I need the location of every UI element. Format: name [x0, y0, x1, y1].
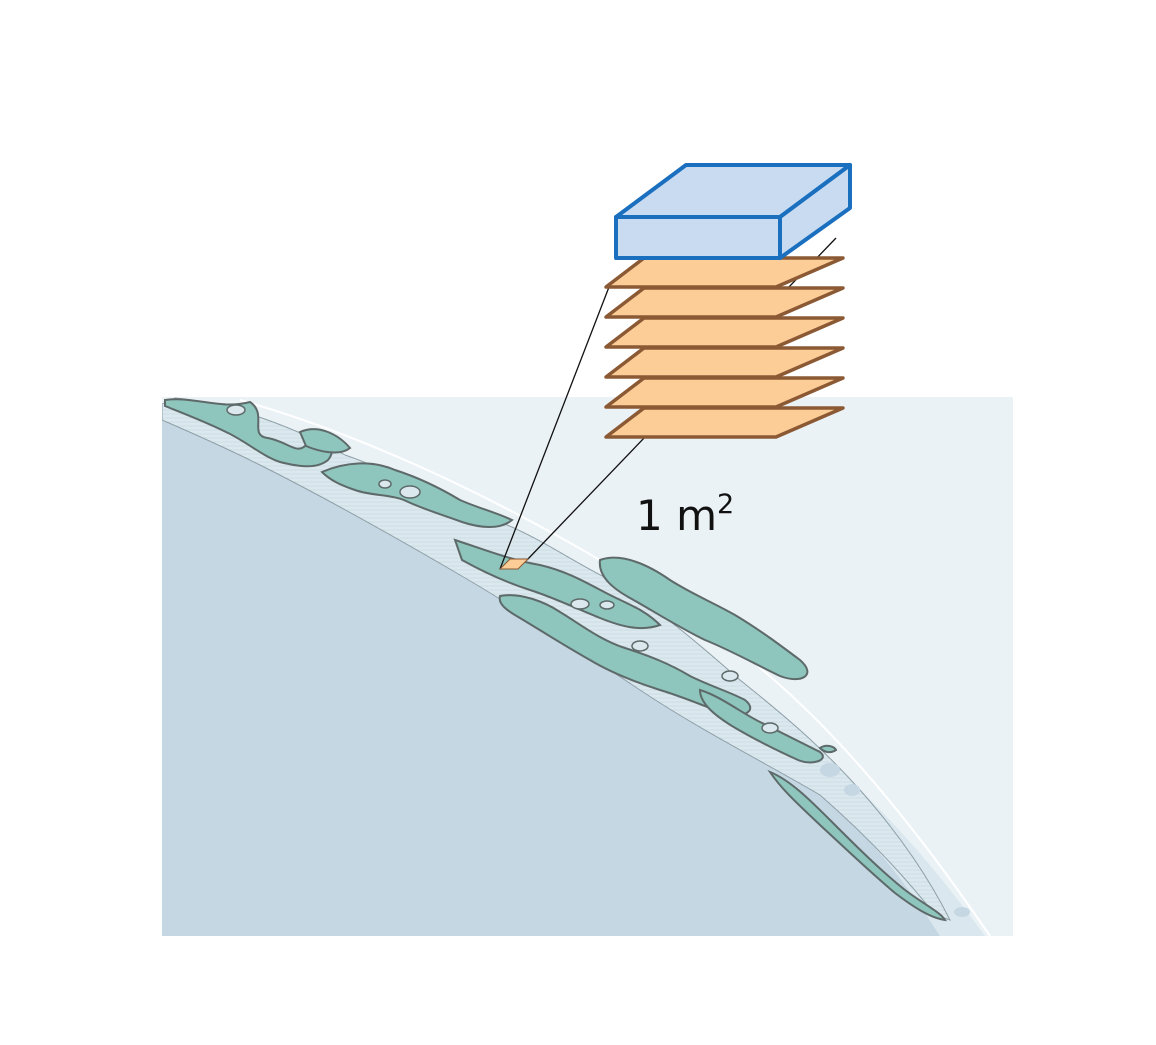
area-label-value: 1 m [636, 491, 717, 540]
marsh-pools [226, 404, 779, 734]
sediment-layer [604, 346, 845, 379]
sediment-layer [604, 286, 845, 319]
area-label-superscript: 2 [717, 489, 734, 520]
sediment-layer [604, 316, 845, 349]
sediment-layer-stack [604, 256, 845, 439]
offshore-islets [820, 763, 970, 917]
orange-square-icon [498, 558, 530, 570]
water-block-front [614, 215, 782, 260]
mainland-area [162, 418, 940, 936]
coastal-map [162, 397, 1013, 936]
sediment-layer [604, 406, 845, 439]
sediment-layer [604, 376, 845, 409]
sediment-layer [604, 256, 845, 289]
area-label: 1 m2 [636, 489, 734, 540]
connector-line-left [499, 286, 610, 570]
water-column-icon [614, 163, 852, 260]
